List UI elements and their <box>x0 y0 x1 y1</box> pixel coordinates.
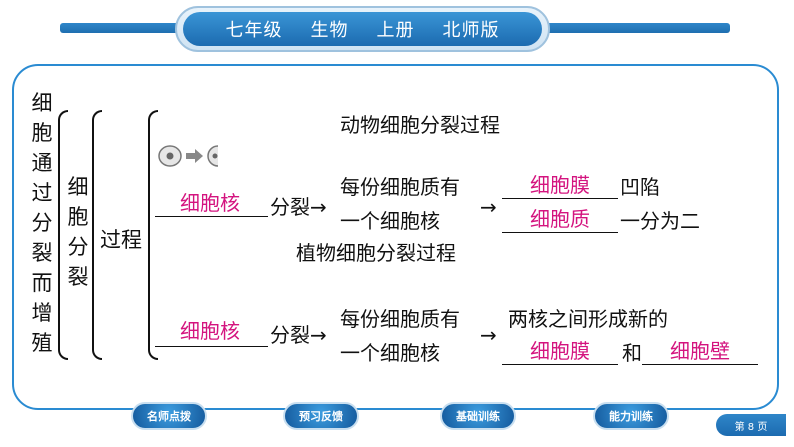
tips-button[interactable]: 名师点拨 <box>131 402 207 430</box>
plant-result-connector: 和 <box>622 341 642 365</box>
animal-step1-suffix: 分裂→ <box>270 195 327 219</box>
plant-arrow: → <box>480 323 497 347</box>
plant-result-line1: 两核之间形成新的 <box>508 307 668 331</box>
animal-step1-answer: 细胞核 <box>180 191 240 215</box>
plant-step1-answer: 细胞核 <box>180 319 240 343</box>
animal-result1-blank <box>502 198 618 199</box>
preview-feedback-button[interactable]: 预习反馈 <box>283 402 359 430</box>
plant-step2-line1: 每份细胞质有 <box>340 307 460 331</box>
animal-arrow: → <box>480 195 497 219</box>
plant-step1-blank <box>155 346 268 347</box>
plant-step2-line2: 一个细胞核 <box>340 341 440 365</box>
animal-result1-suffix: 凹陷 <box>620 175 660 199</box>
animal-result1-answer: 细胞膜 <box>530 173 590 197</box>
animal-result2-suffix: 一分为二 <box>620 209 700 233</box>
header-volume: 上册 <box>376 20 415 41</box>
basic-training-button[interactable]: 基础训练 <box>440 402 516 430</box>
brace-branch <box>92 110 102 360</box>
header-edition: 北师版 <box>442 20 500 41</box>
header-grade: 七年级 <box>225 20 283 41</box>
plant-result-blank1 <box>502 364 618 365</box>
brace-process <box>148 110 158 360</box>
header-subject: 生物 <box>310 20 349 41</box>
plant-result-answer2: 细胞壁 <box>670 339 730 363</box>
brace-root <box>58 110 68 360</box>
animal-step2-line2: 一个细胞核 <box>340 209 440 233</box>
ability-training-button[interactable]: 能力训练 <box>593 402 669 430</box>
root-label: 细胞通过分裂而增殖 <box>31 91 53 355</box>
plant-result-answer1: 细胞膜 <box>530 339 590 363</box>
animal-title: 动物细胞分裂过程 <box>340 113 500 137</box>
cell-division-icon <box>158 145 219 167</box>
plant-title: 植物细胞分裂过程 <box>296 241 456 265</box>
animal-result2-answer: 细胞质 <box>530 207 590 231</box>
branch-label: 细胞分裂 <box>67 175 89 289</box>
plant-result-blank2 <box>642 364 758 365</box>
animal-step1-blank <box>155 216 268 217</box>
process-label: 过程 <box>100 228 142 252</box>
animal-result2-blank <box>502 232 618 233</box>
animal-step2-line1: 每份细胞质有 <box>340 175 460 199</box>
page-number-badge: 第 8 页 <box>716 414 786 436</box>
content-frame <box>12 64 779 410</box>
plant-step1-suffix: 分裂→ <box>270 323 327 347</box>
header-title-bar: 七年级 生物 上册 北师版 <box>183 12 542 46</box>
